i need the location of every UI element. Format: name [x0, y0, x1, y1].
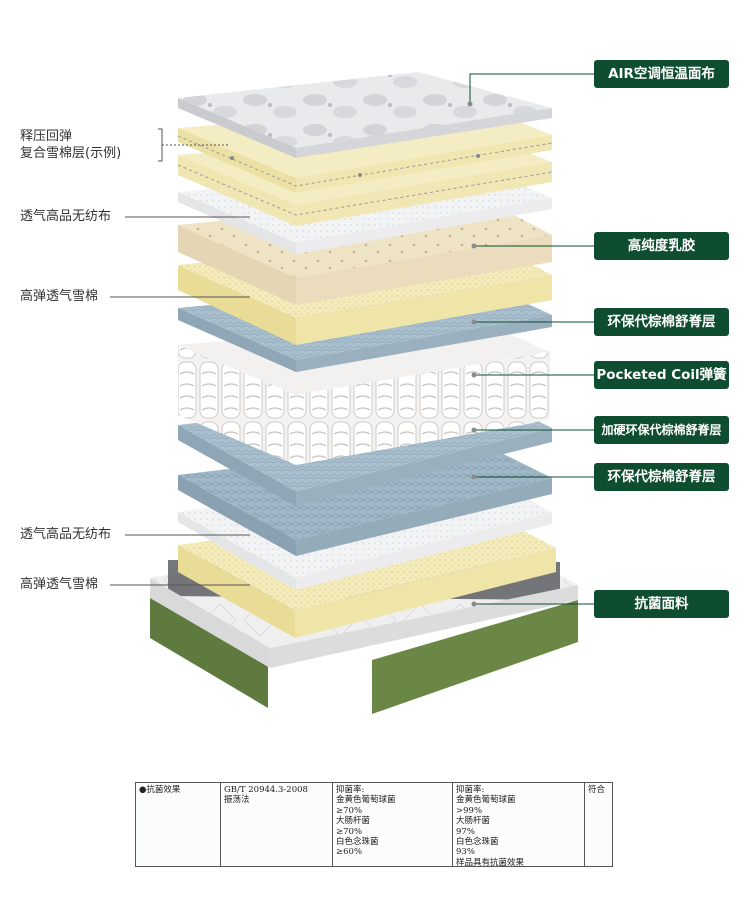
label-fiber-upper: 环保代棕棉舒脊层	[594, 308, 729, 336]
report-cell: 金黄色葡萄球菌	[456, 795, 581, 805]
report-cell: ≥70%	[336, 806, 449, 816]
report-cell: 大肠杆菌	[456, 816, 581, 826]
report-cell: 白色念珠菌	[456, 837, 581, 847]
report-col-conclusion: 符合	[585, 783, 612, 866]
label-latex: 高纯度乳胶	[594, 232, 729, 260]
label-antibacterial-fabric: 抗菌面料	[594, 590, 729, 618]
report-col-requirement: 抑菌率: 金黄色葡萄球菌 ≥70% 大肠杆菌 ≥70% 白色念珠菌 ≥60%	[333, 783, 453, 866]
report-cell: 金黄色葡萄球菌	[336, 795, 449, 805]
report-cell: 振荡法	[224, 795, 329, 805]
report-cell: 抑菌率:	[456, 785, 581, 795]
report-cell: ●抗菌效果	[139, 785, 217, 795]
report-col-standard: GB/T 20944.3-2008 振荡法	[221, 783, 333, 866]
report-col-item: ●抗菌效果	[136, 783, 221, 866]
report-cell: 符合	[588, 785, 609, 795]
antibacterial-test-report: ●抗菌效果 GB/T 20944.3-2008 振荡法 抑菌率: 金黄色葡萄球菌…	[135, 782, 613, 867]
report-cell: ≥70%	[336, 827, 449, 837]
report-cell: ≥60%	[336, 847, 449, 857]
label-nonwoven-lower: 透气高品无纺布	[20, 526, 111, 543]
label-release-foam-line1: 释压回弹	[20, 128, 72, 145]
report-cell: 93%	[456, 847, 581, 857]
report-cell: 97%	[456, 827, 581, 837]
label-hard-fiber: 加硬环保代棕棉舒脊层	[594, 416, 729, 444]
report-cell: GB/T 20944.3-2008	[224, 785, 329, 795]
report-col-result: 抑菌率: 金黄色葡萄球菌 >99% 大肠杆菌 97% 白色念珠菌 93% 样品具…	[453, 783, 585, 866]
label-air-cover: AIR空调恒温面布	[594, 60, 729, 88]
report-cell: 样品具有抗菌效果	[456, 858, 581, 866]
label-elastic-foam-upper: 高弹透气雪棉	[20, 288, 98, 305]
label-release-foam-line2: 复合雪棉层(示例)	[20, 145, 121, 162]
label-elastic-foam-lower: 高弹透气雪棉	[20, 576, 98, 593]
label-nonwoven-upper: 透气高品无纺布	[20, 208, 111, 225]
report-cell: >99%	[456, 806, 581, 816]
report-cell: 大肠杆菌	[336, 816, 449, 826]
report-cell: 抑菌率:	[336, 785, 449, 795]
label-fiber-lower: 环保代棕棉舒脊层	[594, 463, 729, 491]
report-cell: 白色念珠菌	[336, 837, 449, 847]
label-pocketed-coil: Pocketed Coil弹簧	[594, 361, 729, 389]
